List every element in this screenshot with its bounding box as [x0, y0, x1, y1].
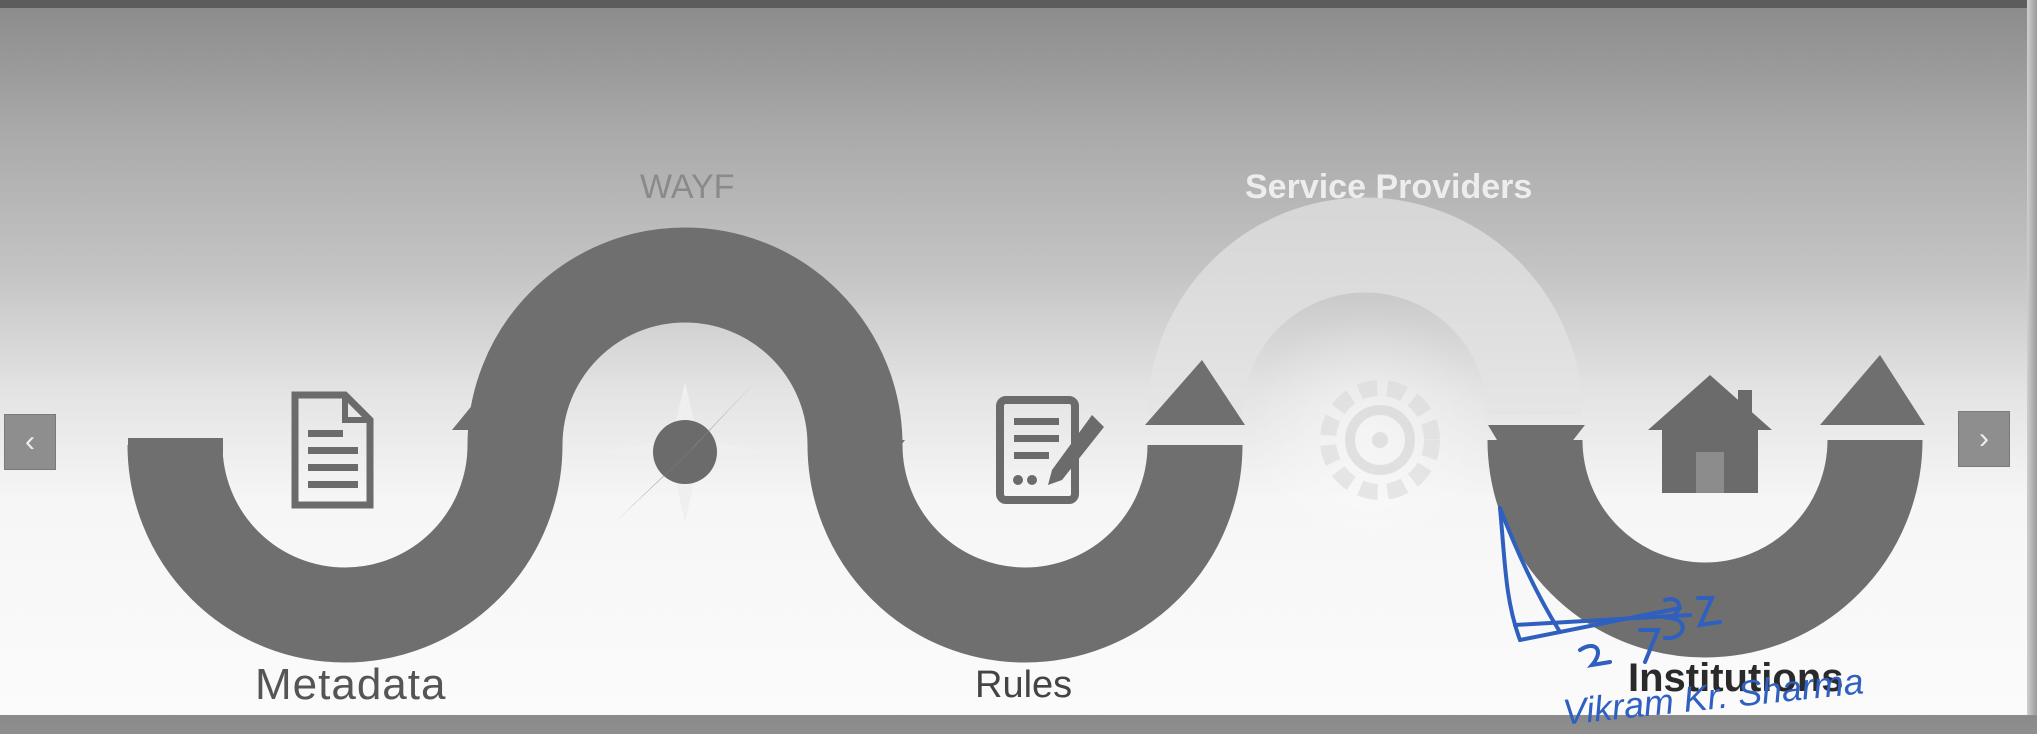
edit-document-icon: [996, 396, 1104, 504]
arrow-head: [810, 440, 905, 500]
step-label-service-providers: Service Providers: [1245, 168, 1533, 206]
step-label-institutions: Institutions: [1628, 656, 1844, 700]
step-label-wayf: WAYF: [640, 168, 735, 206]
carousel-next-button[interactable]: ›: [1958, 411, 2010, 467]
carousel-prev-button[interactable]: ‹: [4, 414, 56, 470]
arrow-head: [1145, 360, 1245, 425]
document-icon: [291, 391, 374, 509]
signature-mark: [1498, 506, 1722, 668]
scroll-edge: [2027, 0, 2037, 715]
metadata-arc: [127, 443, 563, 663]
compass-icon: [605, 382, 765, 522]
step-label-rules: Rules: [975, 664, 1073, 706]
step-label-metadata: Metadata: [255, 660, 447, 709]
arrow-head: [1820, 355, 1925, 425]
top-bar: [0, 0, 2037, 8]
home-icon: [1648, 375, 1772, 493]
service-providers-arch: [1147, 197, 1583, 417]
wayf-arch: [467, 227, 903, 447]
gear-icon: [1320, 380, 1440, 500]
arrow-head: [452, 365, 545, 430]
rules-arc: [807, 443, 1243, 663]
process-ribbon: [127, 197, 1925, 668]
arrow-head: [1488, 425, 1585, 495]
